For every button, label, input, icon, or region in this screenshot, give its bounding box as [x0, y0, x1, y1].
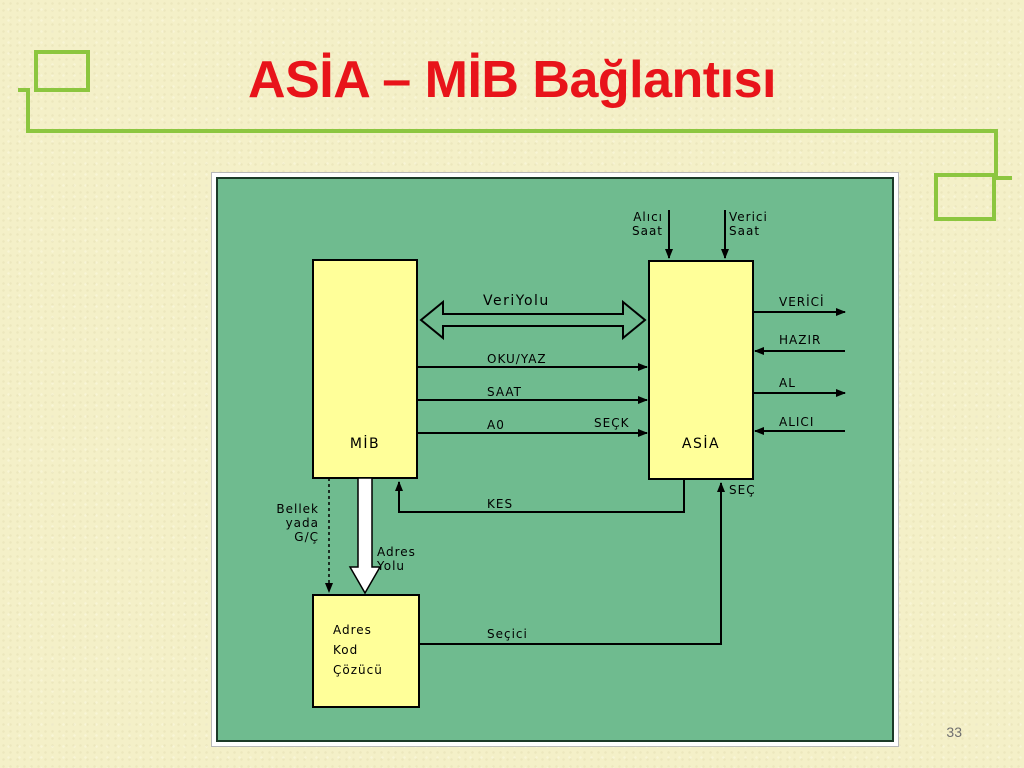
- slide-title: ASİA – MİB Bağlantısı: [248, 51, 776, 109]
- saat-label: SAAT: [487, 385, 522, 399]
- adres-yolu-bus-arrow: [348, 477, 382, 595]
- asia-block: [648, 260, 754, 480]
- alici-label: ALICI: [779, 415, 814, 429]
- sec-bottom-label: SEÇ: [729, 483, 756, 497]
- asia-label: ASİA: [682, 434, 720, 452]
- adres-yolu-label-line1: Adres: [377, 545, 416, 559]
- hazir-label: HAZIR: [779, 333, 821, 347]
- verici-saat-label-line1: Verici: [729, 210, 768, 224]
- a0-label: A0: [487, 418, 505, 432]
- address-decoder-block: [312, 594, 420, 708]
- mib-block: [312, 259, 418, 479]
- bellek-label-line3: G/Ç: [294, 530, 319, 544]
- oku-yaz-label: OKU/YAZ: [487, 352, 547, 366]
- verici-label: VERİCİ: [779, 294, 825, 309]
- bellek-label-line2: yada: [286, 516, 319, 530]
- verici-saat-label-line2: Saat: [729, 224, 760, 238]
- alici-saat-label-line2: Saat: [632, 224, 663, 238]
- decoder-label-line1: Adres: [333, 623, 372, 637]
- asia-mib-diagram: MİB ASİA Adres Kod Çözücü VeriYolu OKU/Y…: [216, 177, 894, 742]
- kes-line: [395, 479, 685, 513]
- decor-square-top-left: [34, 50, 90, 92]
- bellek-label-line1: Bellek: [276, 502, 319, 516]
- decor-line-top: [18, 88, 1012, 180]
- veri-yolu-label: VeriYolu: [483, 293, 550, 309]
- alici-saat-label-line1: Alıcı: [633, 210, 663, 224]
- secici-line: [419, 482, 725, 645]
- slide-number: 33: [946, 724, 962, 740]
- al-label: AL: [779, 376, 796, 390]
- kes-label: KES: [487, 497, 513, 511]
- mib-label: MİB: [350, 434, 380, 452]
- sec-k-label: SEÇK: [594, 416, 630, 430]
- veri-yolu-bus-arrow: [419, 299, 647, 341]
- secici-label: Seçici: [487, 627, 528, 641]
- decoder-label-line2: Kod: [333, 643, 358, 657]
- decor-square-right: [934, 173, 996, 221]
- adres-yolu-label-line2: Yolu: [376, 559, 405, 573]
- decoder-label-line3: Çözücü: [333, 663, 383, 677]
